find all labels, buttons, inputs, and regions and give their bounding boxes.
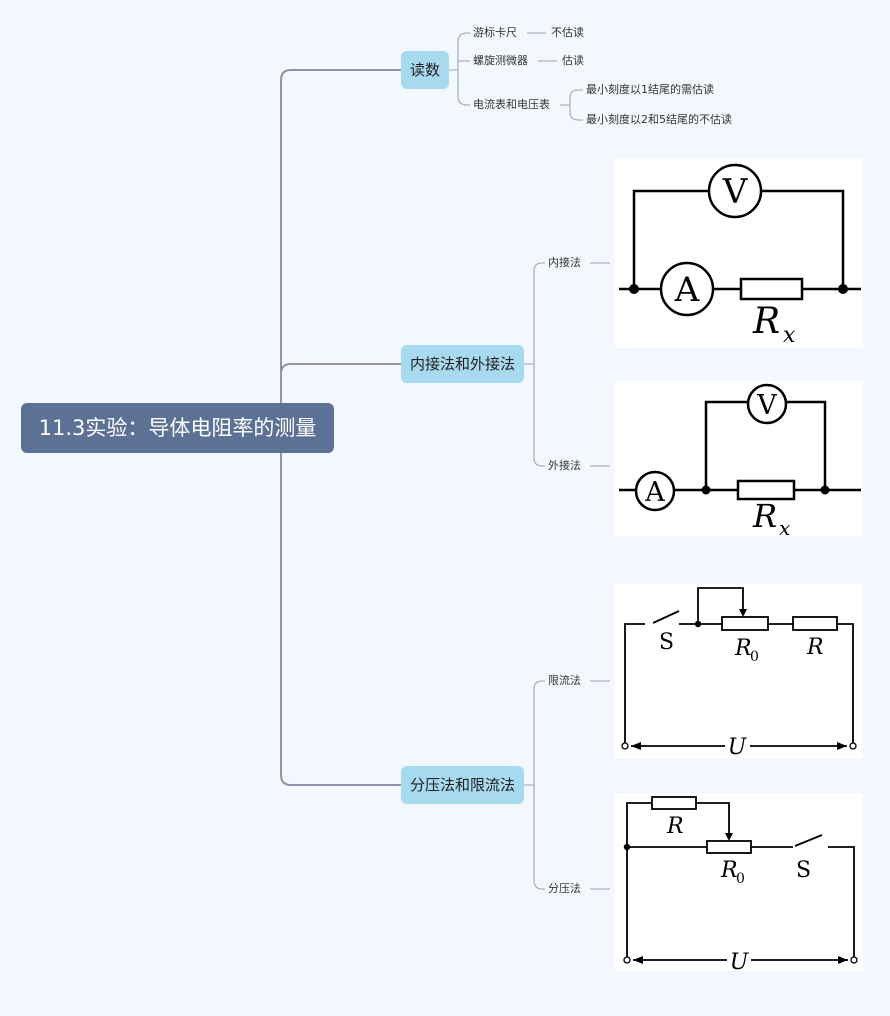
- limiting-slider-arrowhead: [739, 609, 747, 617]
- divider-switch-blade: [794, 834, 823, 847]
- external-resistor-label: R: [752, 497, 777, 535]
- leaf-micrometer-note[interactable]: 估读: [562, 54, 584, 67]
- external-node-right: [820, 485, 830, 495]
- limiting-rheostat-label: R: [734, 636, 752, 661]
- limiting-wire-left: [624, 623, 645, 744]
- divider-resistor: [651, 796, 697, 810]
- divider-rheostat-subscript: 0: [736, 871, 745, 887]
- leaf-current-limiting[interactable]: 限流法: [548, 674, 581, 687]
- divider-voltage-label: U: [730, 950, 750, 971]
- divider-wire-right: [828, 846, 855, 958]
- branch-reading[interactable]: 读数: [401, 51, 449, 89]
- internal-node-left: [629, 284, 639, 294]
- external-circuit-image: V A R x: [615, 381, 863, 536]
- internal-wire-vright: [761, 189, 845, 289]
- leaf-external-method[interactable]: 外接法: [548, 459, 581, 472]
- leaf-micrometer[interactable]: 螺旋测微器: [473, 54, 528, 67]
- limiting-arrowhead-right: [837, 742, 847, 750]
- divider-terminal-left: [623, 956, 631, 964]
- limiting-node: [694, 620, 702, 628]
- limiting-rheostat: [721, 616, 769, 631]
- divider-wire-left: [626, 802, 652, 958]
- connector-connection-items: [524, 262, 545, 467]
- limiting-wire-right: [837, 623, 854, 744]
- branch-connection[interactable]: 内接法和外接法: [401, 345, 524, 383]
- internal-ammeter: [659, 261, 715, 317]
- divider-slider-wire: [696, 802, 730, 837]
- leaf-vernier-note[interactable]: 不估读: [551, 26, 584, 39]
- external-resistor-subscript: x: [779, 516, 790, 536]
- internal-resistor-subscript: x: [783, 323, 796, 348]
- connector-root-connection: [280, 363, 401, 375]
- limiting-terminal-right: [849, 742, 857, 750]
- limiting-resistor: [792, 616, 838, 631]
- internal-resistor-label: R: [752, 301, 780, 342]
- internal-ammeter-label: A: [674, 270, 700, 310]
- external-node-left: [701, 485, 711, 495]
- limiting-rheostat-subscript: 0: [750, 649, 759, 665]
- divider-slider-arrowhead: [725, 833, 733, 841]
- internal-voltmeter-label: V: [722, 172, 749, 212]
- connector-root-method: [280, 428, 401, 786]
- limiting-circuit-image: S R 0 R U: [615, 584, 863, 759]
- limiting-slider-wire: [697, 587, 744, 624]
- internal-voltmeter: [707, 163, 763, 219]
- external-voltmeter-label: V: [756, 390, 777, 421]
- external-ammeter-label: A: [644, 477, 665, 508]
- divider-circuit-image: R R 0 S U: [615, 793, 863, 971]
- divider-resistor-label: R: [666, 814, 684, 839]
- divider-switch-label: S: [796, 858, 811, 883]
- root-topic[interactable]: 11.3实验：导体电阻率的测量: [21, 403, 334, 453]
- internal-circuit-image: V A R x: [615, 158, 863, 348]
- internal-wire-vleft: [632, 189, 709, 289]
- external-wire-vright: [787, 400, 827, 490]
- external-wire-vleft: [704, 400, 747, 490]
- divider-node: [623, 843, 631, 851]
- leaf-ammeter-voltmeter[interactable]: 电流表和电压表: [473, 98, 550, 111]
- limiting-terminal-left: [621, 742, 629, 750]
- connector-reading-meters-subs: [560, 89, 583, 121]
- internal-node-right: [838, 284, 848, 294]
- limiting-switch-blade: [652, 610, 680, 624]
- limiting-switch-label: S: [659, 630, 674, 655]
- leaf-voltage-divider[interactable]: 分压法: [548, 882, 581, 895]
- limiting-resistor-label: R: [806, 635, 824, 660]
- leaf-internal-method[interactable]: 内接法: [548, 256, 581, 269]
- limiting-arrowhead-left: [631, 742, 641, 750]
- internal-resistor: [739, 277, 804, 301]
- divider-arrowhead-left: [633, 956, 643, 964]
- external-ammeter: [634, 470, 676, 512]
- divider-terminal-right: [850, 956, 858, 964]
- external-voltmeter: [746, 383, 788, 425]
- limiting-voltage-label: U: [728, 735, 748, 759]
- connector-root-reading: [280, 69, 401, 429]
- divider-rheostat: [706, 840, 752, 854]
- divider-arrowhead-right: [838, 956, 848, 964]
- divider-rheostat-label: R: [720, 858, 738, 883]
- leaf-meter-rule-1[interactable]: 最小刻度以1结尾的需估读: [586, 83, 714, 96]
- leaf-vernier-caliper[interactable]: 游标卡尺: [473, 26, 517, 39]
- connector-method-items: [524, 680, 545, 890]
- external-resistor: [736, 479, 796, 501]
- leaf-meter-rule-2[interactable]: 最小刻度以2和5结尾的不估读: [586, 113, 732, 126]
- branch-method[interactable]: 分压法和限流法: [401, 766, 524, 804]
- connector-reading-items: [449, 32, 470, 106]
